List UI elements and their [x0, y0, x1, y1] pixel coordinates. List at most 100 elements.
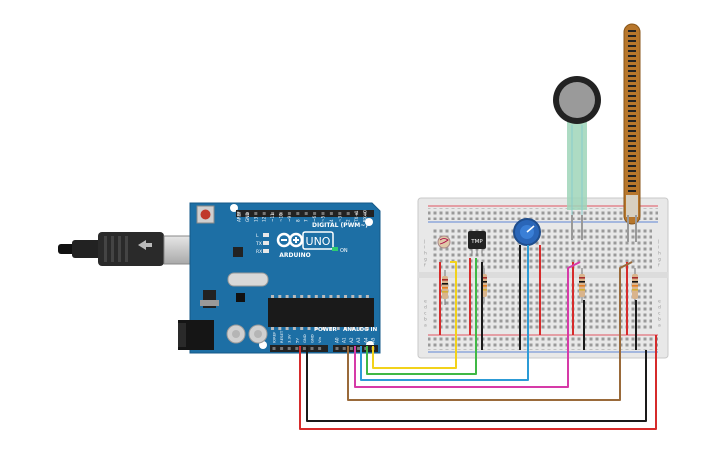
wire-green [366, 258, 477, 375]
row-letter: h [658, 251, 661, 257]
analog-pin[interactable] [349, 347, 353, 350]
usb-cable-strain [72, 240, 102, 258]
analog-pin[interactable] [364, 347, 368, 350]
power-pin-label: RESET [279, 330, 284, 343]
digital-pin[interactable] [237, 212, 241, 215]
row-letter: g [424, 258, 427, 263]
terminal-strip-top [432, 228, 652, 270]
row-letter: a [424, 324, 427, 329]
digital-pin-label: 4 [329, 219, 334, 222]
row-letter: i [424, 245, 425, 251]
photoresistor [437, 235, 451, 249]
digital-pin[interactable] [363, 212, 367, 215]
digital-pin[interactable] [346, 212, 350, 215]
signal-wires [299, 245, 657, 430]
terminal-strip-bottom [432, 282, 652, 330]
wire-5v [299, 335, 657, 430]
digital-pin-label: 2 [346, 219, 351, 222]
usb-cable [58, 232, 215, 266]
power-pin-label: Vin [317, 336, 322, 343]
reset-button-cap[interactable] [200, 209, 211, 220]
power-pin-label: GND [310, 334, 315, 343]
digital-pin[interactable] [329, 212, 333, 215]
row-letter: c [658, 312, 661, 317]
power-pin[interactable] [295, 347, 299, 350]
row-letter: f [658, 263, 660, 269]
power-label: POWER [314, 327, 338, 333]
digital-pin-label: 8 [295, 219, 300, 222]
wire-blue [360, 245, 529, 381]
flex-sensor-body [623, 23, 641, 225]
wire-ground [306, 346, 647, 422]
row-letter: a [658, 324, 661, 329]
digital-pin-label: ~11 [270, 213, 275, 222]
flex-sensor [623, 23, 641, 242]
digital-label: DIGITAL (PWM~) [312, 222, 368, 229]
atmega-chip [268, 298, 374, 327]
digital-pin-label: ~9 [287, 215, 292, 222]
wire-yellow [372, 261, 457, 369]
power-pin[interactable] [318, 347, 322, 350]
digital-pin[interactable] [271, 212, 275, 215]
digital-pin[interactable] [355, 212, 359, 215]
digital-pin[interactable] [296, 212, 300, 215]
analog-pin-label: A0 [335, 337, 340, 343]
digital-pin[interactable] [287, 212, 291, 215]
digital-pin-label: GND [245, 212, 250, 222]
wire-magenta [354, 261, 581, 388]
digital-pin[interactable] [338, 212, 342, 215]
temperature-sensor: TMP [468, 231, 486, 256]
force-sensor-tail [567, 120, 587, 210]
status-led [263, 249, 269, 253]
tmp-body [468, 231, 486, 249]
breadboard-jumpers [439, 245, 637, 350]
digital-pin[interactable] [321, 212, 325, 215]
led-label: RX [256, 249, 262, 255]
bottom-power-rail [428, 337, 658, 350]
digital-pin-label: ~5 [321, 215, 326, 222]
power-pin[interactable] [272, 347, 276, 350]
digital-pin[interactable] [313, 212, 317, 215]
power-pin[interactable] [310, 347, 314, 350]
row-letter: g [658, 258, 661, 263]
analog-pin-label: A2 [349, 337, 354, 343]
model-name: UNO [306, 235, 331, 248]
analog-pin[interactable] [357, 347, 361, 350]
row-letter: j [423, 239, 425, 245]
row-letter: b [658, 317, 661, 323]
digital-pin[interactable] [262, 212, 266, 215]
power-pin[interactable] [302, 347, 306, 350]
digital-pin[interactable] [254, 212, 258, 215]
force-sensor [553, 76, 601, 240]
analog-pin[interactable] [342, 347, 346, 350]
led-label: L [256, 233, 259, 239]
digital-pin-label: ~10 [279, 213, 284, 222]
usb-cable-end [58, 244, 76, 254]
digital-pin[interactable] [279, 212, 283, 215]
usb-plug-body [98, 232, 164, 266]
power-pin[interactable] [280, 347, 284, 350]
power-pin-label: IOREF [272, 332, 277, 343]
logo-text: ARDUINO [279, 252, 310, 259]
row-letter: e [658, 300, 661, 305]
analog-pin[interactable] [335, 347, 339, 350]
analog-pin-label: A4 [363, 337, 368, 343]
digital-pin-label: TX→1 [354, 210, 359, 223]
row-letter: d [658, 305, 661, 311]
power-pin-label: 5V [294, 338, 299, 343]
crystal [227, 272, 269, 287]
digital-pin-label: 7 [304, 219, 309, 222]
tmp-label: TMP [470, 239, 483, 245]
power-led [332, 247, 338, 251]
power-pin-label: GND [302, 334, 307, 343]
wire-brown [347, 261, 633, 401]
digital-pin[interactable] [245, 212, 249, 215]
usb-symbol-icon [138, 240, 152, 250]
power-pin[interactable] [287, 347, 291, 350]
small-ic [236, 293, 245, 302]
analog-pin-label: A5 [371, 337, 376, 343]
analog-pin-label: A1 [342, 337, 347, 343]
digital-pin-label: 12 [262, 216, 267, 222]
digital-pin[interactable] [304, 212, 308, 215]
